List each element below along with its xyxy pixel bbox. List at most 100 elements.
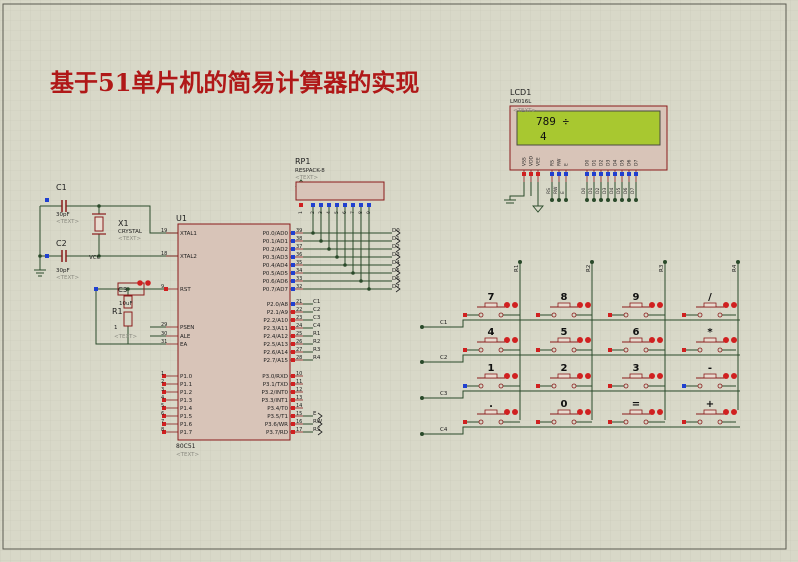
key-contact [623,312,629,318]
key-contact [623,419,629,425]
r1-text-tag: <TEXT> [114,334,137,340]
labels: U180C51<TEXT>XTAL119XTAL218RST9PSEN29ALE… [56,88,738,458]
wire-junction [359,279,363,283]
keypad-row-wire [422,426,740,435]
key-label: 5 [561,327,568,338]
key-state-led [657,373,663,379]
keypad-row-wire [422,354,740,363]
key-contact [571,419,577,425]
mcu-right-pin-state [291,239,295,243]
mcu-right-pin-state [291,263,295,267]
reset-loop-wire [95,289,166,345]
mcu-right-pin-state [291,271,295,275]
key-pin-state [682,313,686,317]
key-contact [478,312,484,318]
mcu-right-pin-num: 35 [296,260,302,266]
key-label: 7 [488,292,495,303]
ground-symbol [532,205,544,213]
rp1-pin-num: 8 [358,211,364,214]
wire-junction [351,271,355,275]
mcu-right-pin-num: 16 [296,419,302,425]
key-contact [623,347,629,353]
lcd-pin-state [599,172,603,176]
mcu-right-pin-state [291,255,295,259]
mcu-net-label: R1 [313,331,320,337]
lcd-pin-state [606,172,610,176]
reset-button-actuator [145,280,151,286]
mcu-right-pin-num: 21 [296,299,302,305]
lcd-pin-name: D6 [627,160,633,166]
mcu-right-pin-name: P0.7/AD7 [263,287,289,293]
key-cap [484,409,498,415]
p0-net-label: D3 [392,252,400,258]
key-contact [498,347,504,353]
rp1-pin-state [319,203,323,207]
key-state-led [577,337,583,343]
lcd-pin-name: D1 [592,160,598,166]
key-state-led [585,373,591,379]
key-state-led [723,409,729,415]
key-contact [498,312,504,318]
rp1-pin-state [343,203,347,207]
key-state-led [723,337,729,343]
key-cap [484,373,498,379]
key-label: + [706,399,714,410]
lcd-pin-state [585,172,589,176]
key-cap [703,409,717,415]
mcu-right-pin-state [291,374,295,378]
mcu-right-pin-state [291,302,295,306]
key-contact [697,383,703,389]
key-state-led [585,302,591,308]
key-state-led [731,302,737,308]
lcd-pin-state [564,172,568,176]
key-state-led [577,302,583,308]
rp1-pin-state [327,203,331,207]
mcu-right-pin-state [291,430,295,434]
r1-ref: R1 [112,307,123,316]
rp1-pin-num: 9 [366,211,372,214]
x1-model: CRYSTAL [118,229,143,235]
mcu-right-pin-num: 15 [296,411,302,417]
mcu-left-pin-name: P1.2 [180,390,192,396]
mcu-body [177,223,291,441]
ground-symbol [504,199,516,204]
net-terminal [550,198,554,202]
key-state-led [504,302,510,308]
mcu-right-pin-num: 27 [296,347,302,353]
wire-junction [126,287,130,291]
key-state-led [657,409,663,415]
lcd-vss-wire [509,182,525,200]
mcu-right-pin-name: P0.0/AD0 [263,231,289,237]
rp1-model: RESPACK-8 [295,168,325,174]
key-cap [484,337,498,343]
net-terminal [564,198,568,202]
mcu-right-pin-name: P2.7/A15 [263,358,288,364]
lcd-pin-state [557,172,561,176]
key-cap [557,409,571,415]
lcd-net-label: D1 [588,188,594,194]
mcu-right-pin-name: P0.2/AD2 [263,247,288,253]
key-cap [629,373,643,379]
key-contact [697,419,703,425]
ground-symbol [34,269,46,277]
mcu-right-pin-num: 10 [296,371,302,377]
mcu-left-pin-name: PSEN [180,325,194,331]
mcu-right-pin-name: P3.7/RD [266,430,288,436]
key-cap [557,373,571,379]
p0-net-label: D5 [392,268,400,274]
mcu-right-pin-num: 37 [296,244,302,250]
mcu-right-pin-state [291,334,295,338]
mcu-left-pin-num: 29 [161,322,167,328]
lcd-net-label: D0 [581,188,587,194]
x1-ref: X1 [118,219,129,228]
key-state-led [649,373,655,379]
mcu-right-pin-state [291,342,295,346]
lcd-net-label: RW [553,186,559,194]
key-cap [557,337,571,343]
lcd-pin-state [529,172,533,176]
mcu-left-pin-num: 30 [161,331,167,337]
lcd-pin-name: VSS [522,157,528,166]
net-arrow [395,237,401,245]
mcu-net-label: RS [313,427,321,433]
